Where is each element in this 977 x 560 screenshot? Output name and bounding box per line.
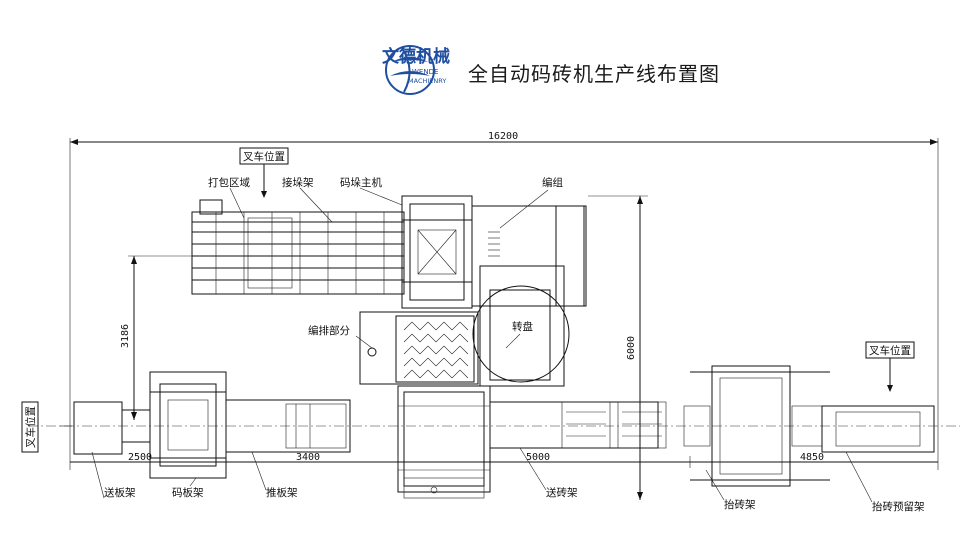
label-board-feeder: 送板架 bbox=[104, 486, 136, 499]
label-brick-conveyor: 送砖架 bbox=[546, 486, 578, 499]
turntable: 转盘 bbox=[472, 265, 570, 387]
dim-5000: 5000 bbox=[526, 452, 550, 463]
dim-16200: 16200 bbox=[488, 131, 518, 142]
wende-logo: 文德机械 WENDE MACHIENRY bbox=[382, 45, 450, 95]
label-grouping: 编组 bbox=[542, 176, 563, 189]
sorting-section bbox=[359, 311, 479, 385]
brand-cn: 文德机械 bbox=[382, 46, 450, 67]
label-board-pusher: 推板架 bbox=[266, 486, 298, 499]
label-turntable: 转盘 bbox=[512, 320, 533, 333]
dimension-6000: 6000 bbox=[588, 195, 648, 500]
stacker-main-machine bbox=[401, 195, 473, 309]
brick-conveyor bbox=[489, 401, 667, 449]
label-stacker-main: 码垛主机 bbox=[340, 176, 382, 189]
brick-lifter bbox=[683, 365, 830, 487]
dimension-total: 16200 bbox=[69, 131, 939, 470]
board-pusher bbox=[225, 399, 351, 453]
brick-lift-reserve bbox=[821, 405, 935, 453]
label-packing-area: 打包区域 bbox=[208, 176, 250, 189]
dim-6000: 6000 bbox=[626, 336, 637, 360]
label-brick-lifter: 抬砖架 bbox=[724, 498, 756, 511]
page-title: 全自动码砖机生产线布置图 bbox=[468, 62, 720, 86]
forklift-left: 叉车位置 bbox=[21, 401, 39, 453]
label-board-stacker: 码板架 bbox=[172, 486, 204, 499]
forklift-right: 叉车位置 bbox=[865, 341, 915, 392]
grouping-station bbox=[471, 205, 587, 307]
label-sorting-part: 编排部分 bbox=[308, 324, 350, 337]
forklift-top: 叉车位置 bbox=[239, 147, 289, 198]
label-stacking-frame: 接垛架 bbox=[282, 176, 314, 189]
board-feeder bbox=[73, 401, 150, 455]
brand-en-1: WENDE bbox=[412, 68, 438, 76]
dim-3186: 3186 bbox=[120, 324, 131, 348]
label-forklift-right: 叉车位置 bbox=[869, 344, 911, 357]
dim-4850: 4850 bbox=[800, 452, 824, 463]
dimension-chain: 2500 3400 5000 4850 bbox=[70, 452, 938, 468]
label-forklift-top: 叉车位置 bbox=[243, 150, 285, 163]
label-brick-lift-reserve: 抬砖预留架 bbox=[872, 500, 925, 513]
brand-en-2: MACHIENRY bbox=[408, 77, 446, 85]
label-forklift-left: 叉车位置 bbox=[24, 406, 37, 448]
dim-3400: 3400 bbox=[296, 452, 320, 463]
stacking-frame-area bbox=[191, 199, 405, 295]
dimension-3186: 3186 bbox=[120, 255, 192, 420]
transfer-column bbox=[397, 385, 491, 499]
dim-2500: 2500 bbox=[128, 452, 152, 463]
header: 文德机械 WENDE MACHIENRY 全自动码砖机生产线布置图 bbox=[0, 0, 977, 110]
